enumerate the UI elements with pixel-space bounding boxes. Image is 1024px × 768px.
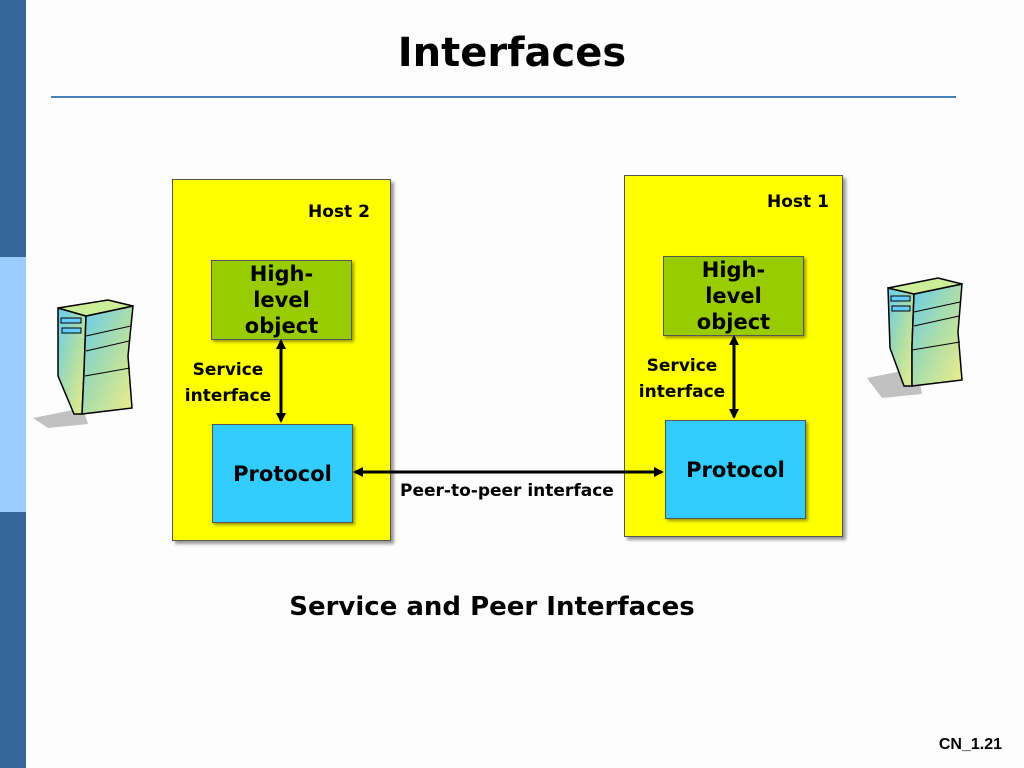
host-right-protocol: Protocol bbox=[665, 420, 806, 519]
service-label-line2: interface bbox=[638, 381, 726, 402]
host-left-protocol-text: Protocol bbox=[233, 461, 332, 486]
service-label-line1: Service bbox=[192, 360, 264, 380]
host-right-protocol-text: Protocol bbox=[686, 457, 785, 482]
host-left-high-level-object-text: High-level object bbox=[244, 261, 319, 339]
slide-number: CN_1.21 bbox=[938, 736, 1002, 753]
host-left-high-level-object: High-level object bbox=[211, 260, 352, 340]
diagram-caption: Service and Peer Interfaces bbox=[289, 592, 695, 622]
title-divider bbox=[51, 96, 956, 98]
sidebar-band-top bbox=[0, 0, 26, 257]
slide-title: Interfaces bbox=[397, 30, 627, 76]
host-right-high-level-object: High-level object bbox=[663, 256, 804, 336]
host-left-protocol: Protocol bbox=[212, 424, 353, 523]
server-tower-icon bbox=[867, 277, 963, 398]
server-tower-icon bbox=[33, 299, 134, 428]
host-right-high-level-object-text: High-level object bbox=[696, 257, 771, 335]
service-label-line1: Service bbox=[646, 356, 718, 376]
host-left-label: Host 2 bbox=[308, 202, 370, 222]
host-right-label: Host 1 bbox=[767, 192, 829, 212]
sidebar-band-bottom bbox=[0, 512, 26, 768]
peer-to-peer-label: Peer-to-peer interface bbox=[400, 481, 614, 501]
sidebar-band-middle bbox=[0, 257, 26, 512]
host-right-service-interface-label: Service interface bbox=[636, 354, 728, 405]
host-left-service-interface-label: Service interface bbox=[182, 358, 274, 409]
service-label-line2: interface bbox=[184, 385, 272, 406]
